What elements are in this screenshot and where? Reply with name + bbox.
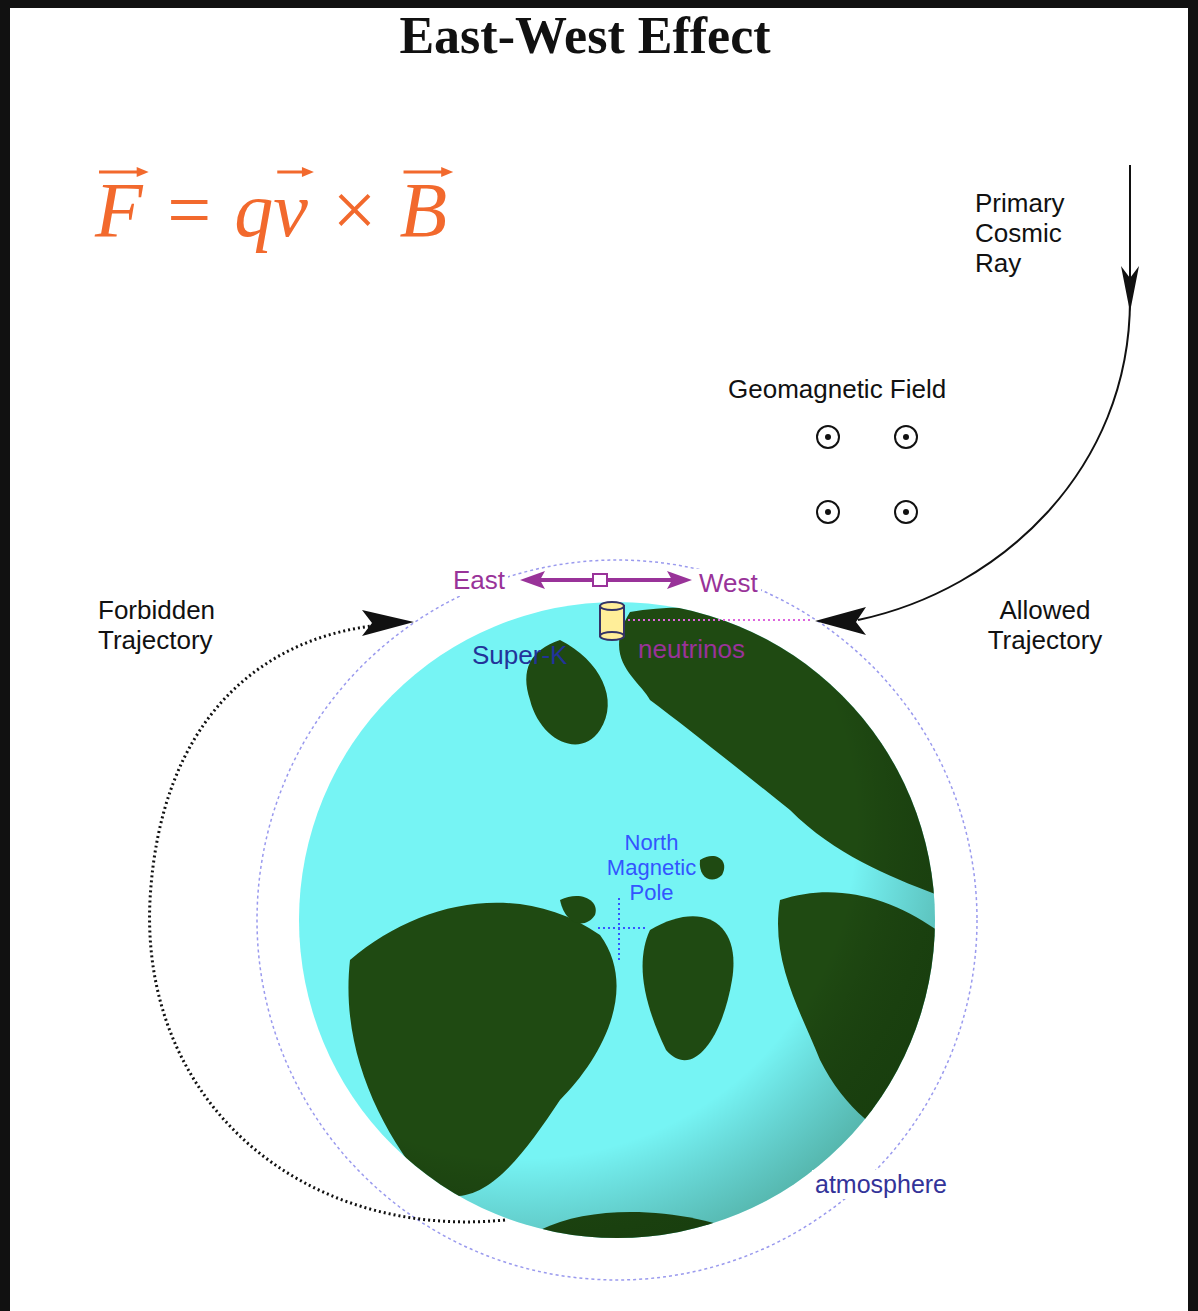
neutrino-path xyxy=(628,619,812,621)
formula: F = qv × B xyxy=(95,165,447,255)
frame xyxy=(0,0,1198,8)
detector-label: Super-K xyxy=(472,641,567,671)
pole-label: North Magnetic Pole xyxy=(594,830,709,905)
atmosphere-ring xyxy=(257,560,977,1280)
earth-shading xyxy=(299,602,935,1238)
direction-label: West xyxy=(696,569,761,599)
diagram-title: East-West Effect xyxy=(235,6,935,66)
pole-marker xyxy=(618,898,620,962)
field-label: Geomagnetic Field xyxy=(728,375,946,405)
earth xyxy=(299,602,935,1238)
field-dot xyxy=(825,434,909,515)
forbidden-trajectory xyxy=(150,610,505,1222)
trajectory-label: Forbidden Trajectory xyxy=(98,595,263,655)
pole-marker xyxy=(598,927,648,929)
field-out-of-page xyxy=(817,426,917,523)
direction-arrow xyxy=(520,571,692,589)
frame xyxy=(0,0,10,1311)
region-label: atmosphere xyxy=(812,1170,950,1199)
particle-label: neutrinos xyxy=(638,635,745,665)
trajectory-label: Allowed Trajectory xyxy=(965,595,1125,655)
detector-icon xyxy=(600,602,624,640)
cosmic-ray-label: Primary Cosmic Ray xyxy=(975,188,1110,278)
direction-label: East xyxy=(450,566,508,596)
frame xyxy=(1188,0,1198,1311)
